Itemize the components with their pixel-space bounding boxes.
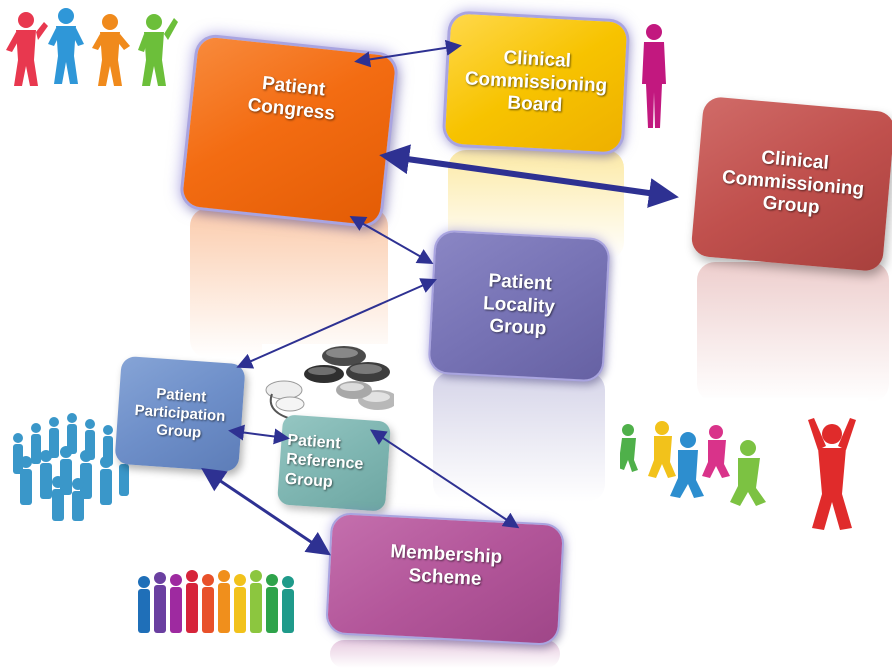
connector-prg-membership: [369, 429, 520, 529]
connector-ppg-prg: [228, 424, 290, 445]
prg-label: Patient Reference Group: [284, 431, 364, 491]
ccg-label: Clinical Commissioning Group: [721, 146, 865, 219]
people-group-top-left-image: [6, 8, 178, 86]
connector-congress-ccg: [379, 144, 679, 208]
person-running-lime: [730, 440, 766, 506]
colorful-crowd-image: [138, 570, 294, 633]
membership-reflection: [330, 640, 560, 668]
person-running-yellow: [648, 421, 676, 478]
magenta-person-image: [642, 24, 666, 128]
patient-congress-reflection: [190, 208, 388, 358]
mouse-dark-3: [304, 365, 344, 383]
person-figure-blue: [48, 8, 84, 84]
ccb-label: Clinical Commissioning Board: [464, 47, 608, 117]
clinical-commissioning-group-box: Clinical Commissioning Group: [690, 95, 892, 273]
plg-reflection: [433, 372, 605, 502]
person-figure-green: [138, 14, 178, 86]
membership-scheme-box: Membership Scheme: [327, 514, 563, 644]
computer-mice-image: [265, 346, 394, 419]
connector-congress-plg: [349, 216, 434, 264]
patient-reference-group-box: Patient Reference Group: [276, 414, 392, 512]
mouse-white-2: [275, 396, 305, 412]
running-people-image: [620, 418, 856, 530]
patient-congress-label: Patient Congress: [246, 72, 336, 125]
person-figure-red: [6, 12, 48, 86]
mouse-silver-2: [336, 381, 372, 399]
person-running-green: [620, 424, 638, 472]
plg-label: Patient Locality Group: [482, 270, 556, 340]
person-figure-orange: [92, 14, 130, 86]
mouse-dark-2: [346, 362, 390, 382]
patient-locality-group-box: Patient Locality Group: [429, 231, 609, 381]
person-running-pink: [702, 425, 730, 478]
clinical-commissioning-board-box: Clinical Commissioning Board: [444, 13, 628, 153]
mouse-white-1: [265, 380, 303, 419]
membership-label: Membership Scheme: [389, 541, 503, 590]
ccg-reflection: [697, 262, 889, 402]
patient-congress-box: Patient Congress: [181, 36, 397, 226]
ppg-label: Patient Participation Group: [134, 385, 226, 442]
crowd-blue-image: [13, 413, 129, 521]
person-cheering-red: [808, 418, 856, 530]
patient-participation-group-box: Patient Participation Group: [114, 355, 246, 473]
person-running-blue: [670, 432, 704, 498]
